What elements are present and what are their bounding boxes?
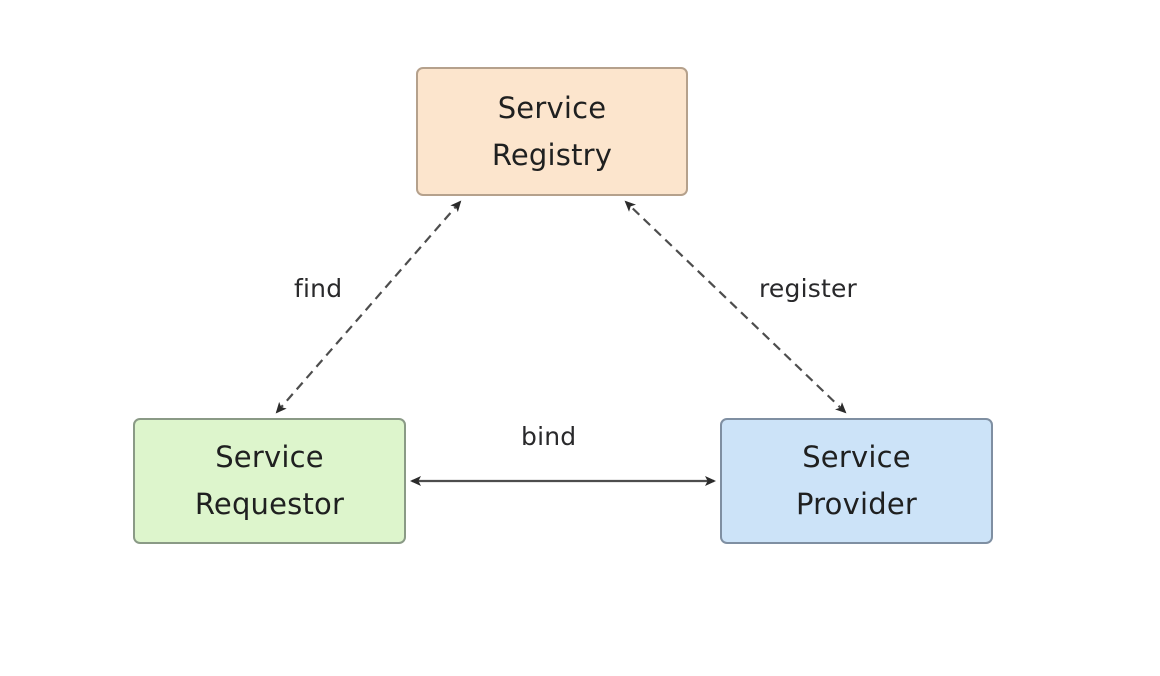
node-service-requestor-label-line2: Requestor [194,487,345,521]
edge-label-register: register [753,273,864,304]
edge-register[interactable] [624,200,847,414]
edge-label-find: find [288,273,349,304]
node-service-registry[interactable]: Service Registry [416,67,688,196]
edge-find[interactable] [275,200,462,414]
edge-label-bind: bind [515,421,583,452]
node-service-provider-label-line2: Provider [796,487,917,521]
node-service-requestor-label-line1: Service [215,440,324,475]
node-service-provider-label-line1: Service [802,440,911,475]
node-service-requestor[interactable]: Service Requestor [133,418,406,544]
node-service-provider[interactable]: Service Provider [720,418,993,544]
node-service-registry-label-line1: Service [497,90,607,125]
node-service-registry-label-line2: Registry [491,137,613,172]
